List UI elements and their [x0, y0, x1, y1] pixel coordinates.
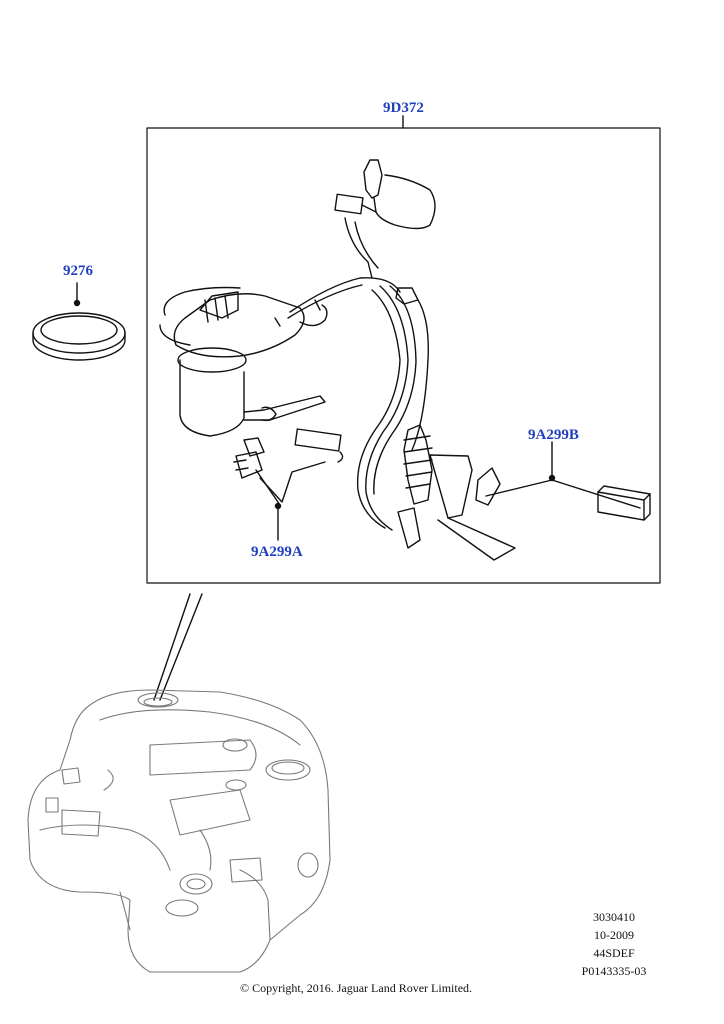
tank-pointer-lines — [153, 593, 203, 701]
callout-sender-b[interactable]: 9A299B — [528, 427, 579, 443]
fuel-pump-canister[interactable] — [159, 286, 326, 437]
fuel-sender-a[interactable] — [233, 428, 344, 541]
callout-seal-ring[interactable]: 9276 — [63, 263, 93, 279]
fuel-tank[interactable] — [27, 689, 331, 973]
callout-sender-a[interactable]: 9A299A — [251, 544, 303, 560]
reference-block: 3030410 10-2009 44SDEF P0143335-03 — [569, 908, 659, 980]
reference-line-4: P0143335-03 — [581, 964, 647, 978]
reference-line-1: 3030410 — [593, 910, 635, 924]
reference-line-3: 44SDEF — [593, 946, 635, 960]
module-frame — [146, 127, 661, 584]
seal-ring-part[interactable] — [32, 282, 126, 361]
copyright-notice: © Copyright, 2016. Jaguar Land Rover Lim… — [239, 981, 473, 995]
reference-line-2: 10-2009 — [594, 928, 634, 942]
callout-fuel-pump-module[interactable]: 9D372 — [383, 100, 424, 116]
wiring-harness[interactable] — [274, 159, 436, 531]
fuel-sender-b[interactable] — [397, 424, 651, 561]
